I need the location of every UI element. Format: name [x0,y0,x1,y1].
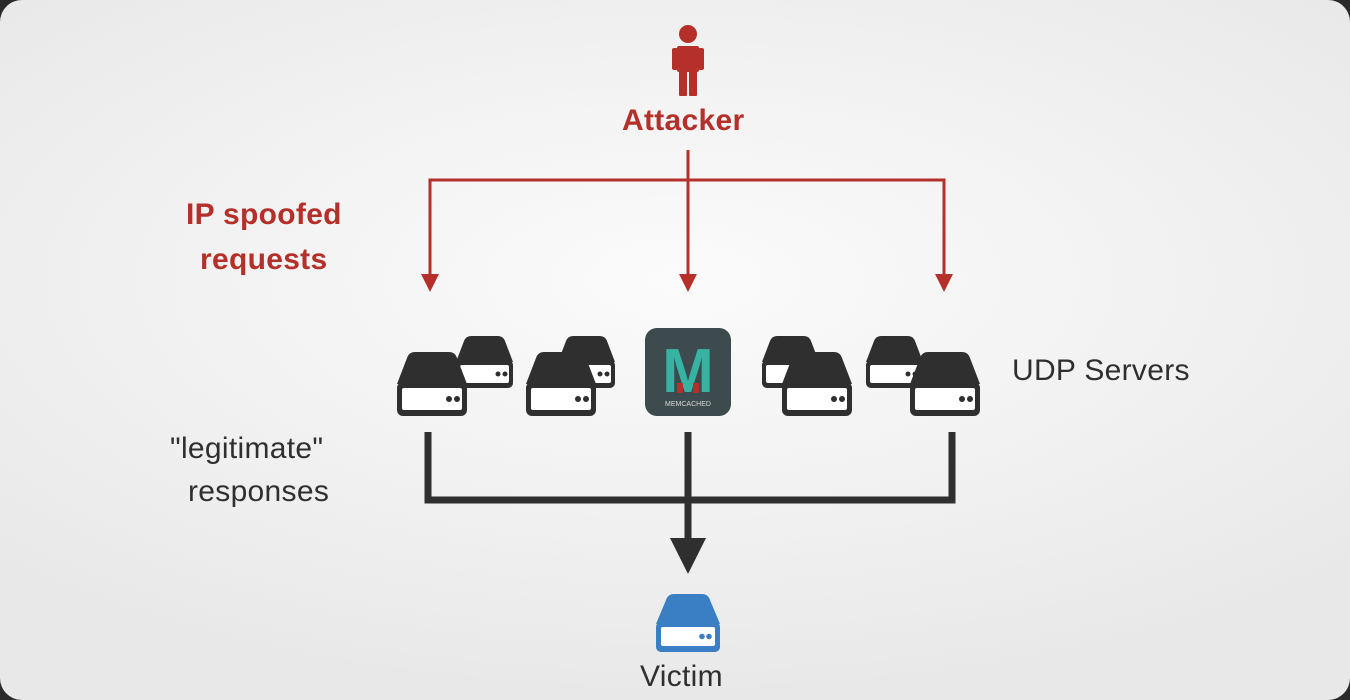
response-lines [424,432,956,540]
server-icon [397,352,467,416]
victim-server-icon [656,594,720,652]
attacker-label: Attacker [622,104,745,137]
memcached-letter: M [662,337,714,406]
arrowhead-dark [670,538,706,574]
server-icon [910,352,980,416]
attacker-person-icon [672,25,704,96]
memcached-badge-text: MEMCACHED [665,401,711,408]
server-icon [782,352,852,416]
legitimate-responses-label-line1: "legitimate" [170,432,324,465]
udp-servers-label: UDP Servers [1012,354,1190,387]
spoofed-requests-label-line2: requests [200,243,328,276]
server-icon [526,352,596,416]
spoofed-requests-label-line1: IP spoofed [186,198,342,231]
arrowheads-red [421,274,953,292]
spoofed-request-arrows [428,150,946,278]
victim-label: Victim [640,660,723,693]
memcached-logo-icon: M MEMCACHED [645,328,731,416]
legitimate-responses-label-line2: responses [188,475,330,508]
